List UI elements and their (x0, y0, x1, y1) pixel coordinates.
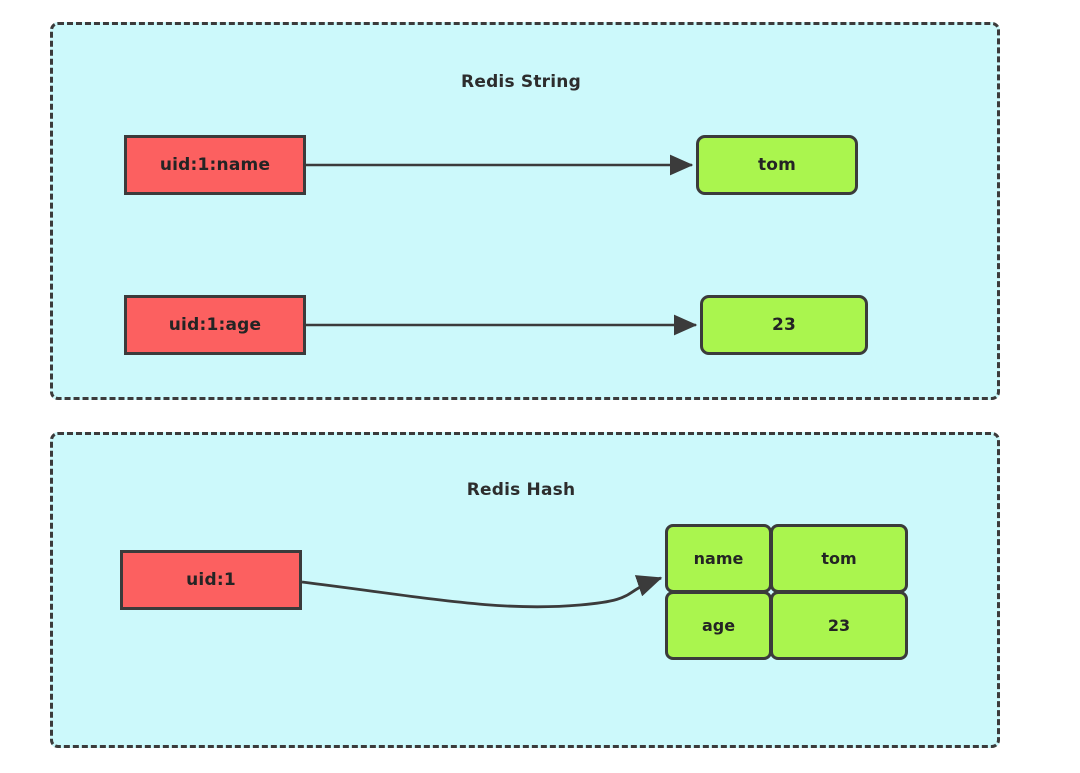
hash-cell-field-age-label: age (701, 616, 736, 635)
key-box-uid-1-name: uid:1:name (124, 135, 306, 195)
hash-cell-value-tom-label: tom (821, 549, 857, 568)
key-box-uid-1: uid:1 (120, 550, 302, 610)
key-box-uid-1-age: uid:1:age (124, 295, 306, 355)
key-box-uid-1-label: uid:1 (186, 570, 236, 590)
hash-cell-value-tom: tom (770, 524, 908, 593)
panel-redis-string-title: Redis String (461, 72, 581, 92)
value-box-23: 23 (700, 295, 868, 355)
panel-redis-hash-title: Redis Hash (466, 480, 576, 500)
hash-cell-field-name-label: name (693, 549, 744, 568)
value-box-23-label: 23 (771, 315, 797, 335)
value-box-tom: tom (696, 135, 858, 195)
key-box-uid-1-age-label: uid:1:age (168, 315, 262, 335)
value-box-tom-label: tom (757, 155, 797, 175)
hash-cell-value-23-label: 23 (827, 616, 851, 635)
hash-cell-value-23: 23 (770, 591, 908, 660)
key-box-uid-1-name-label: uid:1:name (159, 155, 271, 175)
hash-cell-field-name: name (665, 524, 772, 593)
hash-cell-field-age: age (665, 591, 772, 660)
